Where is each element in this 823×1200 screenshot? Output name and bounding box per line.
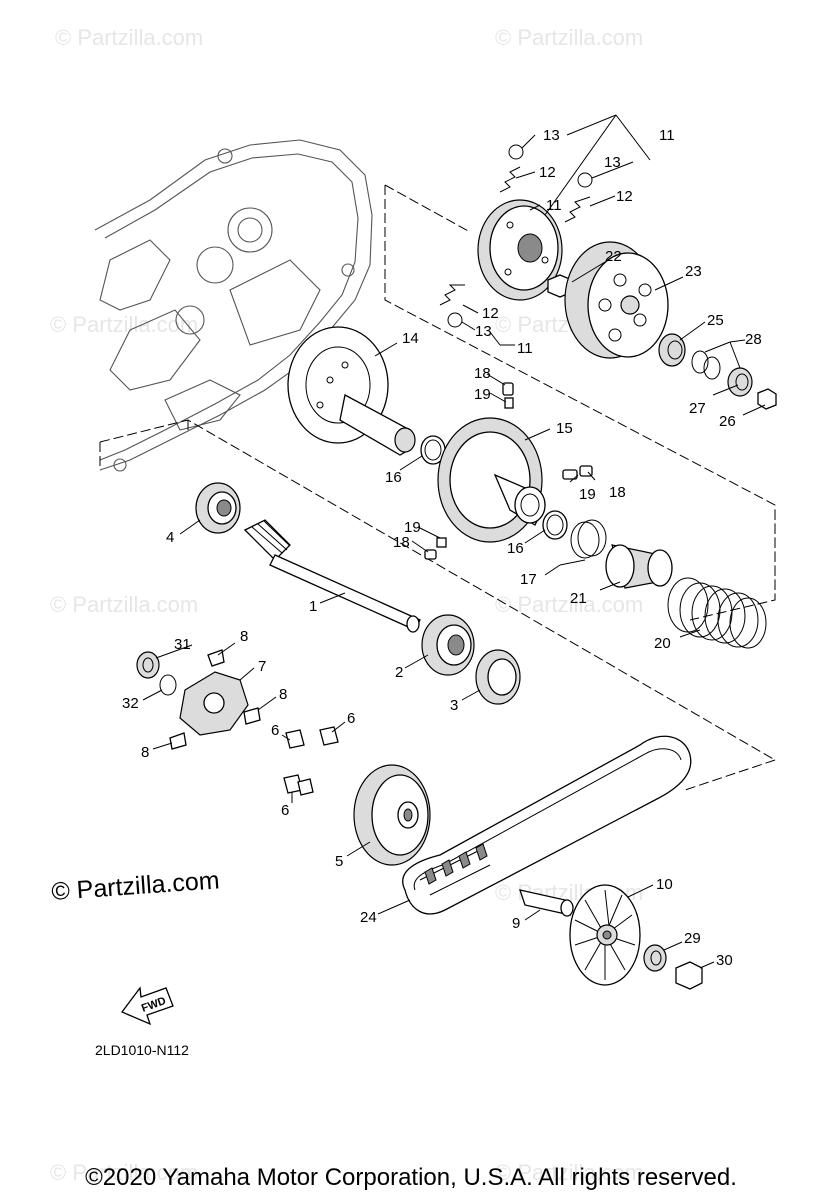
callout-17: 17 bbox=[520, 571, 537, 588]
callout-16: 16 bbox=[507, 540, 524, 557]
callout-labels: 13 11 12 13 12 11 12 13 11 22 23 25 28 2… bbox=[122, 127, 762, 969]
callout-18: 18 bbox=[393, 534, 410, 551]
partzilla-watermark: © Partzilla.com bbox=[50, 866, 220, 906]
callout-7: 7 bbox=[258, 658, 266, 675]
callout-20: 20 bbox=[654, 635, 671, 652]
part-20-compression-spring bbox=[667, 577, 767, 649]
part-10-primary-fixed-sheave bbox=[569, 884, 641, 986]
callout-32: 32 bbox=[122, 695, 139, 712]
callout-16: 16 bbox=[385, 469, 402, 486]
watermark: © Partzilla.com bbox=[50, 312, 198, 337]
watermark: © Partzilla.com bbox=[495, 1160, 643, 1185]
part-13-circlip bbox=[447, 144, 593, 328]
callout-6: 6 bbox=[271, 722, 279, 739]
part-24-v-belt bbox=[402, 735, 692, 915]
callout-28: 28 bbox=[745, 331, 762, 348]
callout-8: 8 bbox=[240, 628, 248, 645]
part-29-washer bbox=[643, 944, 667, 972]
callout-15: 15 bbox=[556, 420, 573, 437]
watermark: © Partzilla.com bbox=[495, 592, 643, 617]
callout-10: 10 bbox=[656, 876, 673, 893]
callout-13: 13 bbox=[475, 323, 492, 340]
callout-19: 19 bbox=[474, 386, 491, 403]
callout-21: 21 bbox=[570, 590, 587, 607]
assembly-outlines bbox=[99, 184, 776, 791]
part-23-clutch-housing bbox=[564, 241, 669, 359]
part-31-collar bbox=[136, 651, 160, 679]
part-30-nut bbox=[675, 961, 703, 990]
callout-6: 6 bbox=[281, 802, 289, 819]
callout-25: 25 bbox=[707, 312, 724, 329]
callout-27: 27 bbox=[689, 400, 706, 417]
part-6-weight bbox=[283, 726, 339, 796]
callout-26: 26 bbox=[719, 413, 736, 430]
callout-23: 23 bbox=[685, 263, 702, 280]
callout-14: 14 bbox=[402, 330, 419, 347]
watermark: © Partzilla.com bbox=[495, 25, 643, 50]
callout-11: 11 bbox=[659, 127, 675, 144]
part-32-o-ring bbox=[159, 674, 177, 696]
callout-24: 24 bbox=[360, 909, 377, 926]
callout-8: 8 bbox=[141, 744, 149, 761]
callout-2: 2 bbox=[395, 664, 403, 681]
callout-18: 18 bbox=[474, 365, 491, 382]
crankcase-cover bbox=[94, 139, 373, 472]
part-11-clutch-shoe bbox=[477, 199, 563, 301]
part-21-spring-seat bbox=[605, 544, 673, 589]
part-17-o-ring bbox=[570, 521, 600, 559]
part-14-primary-fixed-sheave bbox=[287, 326, 416, 456]
part-4-bearing bbox=[195, 482, 241, 534]
watermark: © Partzilla.com bbox=[50, 1160, 198, 1185]
callout-22: 22 bbox=[605, 248, 622, 265]
part-2-bearing bbox=[421, 614, 475, 676]
copyright-footer: ©2020 Yamaha Motor Corporation, U.S.A. A… bbox=[85, 1164, 737, 1191]
callout-13: 13 bbox=[604, 154, 621, 171]
leader-lines bbox=[142, 114, 766, 969]
callout-12: 12 bbox=[616, 188, 633, 205]
fwd-arrow-icon: FWD bbox=[120, 986, 174, 1026]
part-1-secondary-shaft bbox=[243, 519, 421, 633]
callout-30: 30 bbox=[716, 952, 733, 969]
part-5-primary-sliding-sheave bbox=[353, 764, 431, 866]
watermark: © Partzilla.com bbox=[50, 592, 198, 617]
part-26-nut bbox=[757, 388, 777, 410]
callout-12: 12 bbox=[482, 305, 499, 322]
callout-19: 19 bbox=[579, 486, 596, 503]
watermark: © Partzilla.com bbox=[55, 25, 203, 50]
part-28-washer bbox=[691, 350, 709, 374]
callout-11: 11 bbox=[546, 197, 562, 214]
callout-29: 29 bbox=[684, 930, 701, 947]
callout-12: 12 bbox=[539, 164, 556, 181]
callout-3: 3 bbox=[450, 697, 458, 714]
part-7-cam bbox=[179, 671, 249, 736]
part-25-bearing bbox=[658, 333, 686, 367]
part-9-collar bbox=[519, 889, 574, 917]
part-3-oil-seal bbox=[475, 649, 521, 705]
part-15-secondary-sliding-sheave bbox=[437, 417, 546, 543]
callout-5: 5 bbox=[335, 853, 343, 870]
callout-8: 8 bbox=[279, 686, 287, 703]
callout-13: 13 bbox=[543, 127, 560, 144]
callout-4: 4 bbox=[166, 529, 174, 546]
callout-19: 19 bbox=[404, 519, 421, 536]
callout-31: 31 bbox=[174, 636, 191, 653]
callout-9: 9 bbox=[512, 915, 520, 932]
callout-6: 6 bbox=[347, 710, 355, 727]
callout-18: 18 bbox=[609, 484, 626, 501]
part-27-collar bbox=[727, 367, 753, 397]
callout-1: 1 bbox=[309, 598, 317, 615]
part-12-spring bbox=[439, 166, 591, 306]
diagram-code: 2LD1010-N112 bbox=[95, 1042, 189, 1058]
callout-11: 11 bbox=[517, 340, 533, 357]
